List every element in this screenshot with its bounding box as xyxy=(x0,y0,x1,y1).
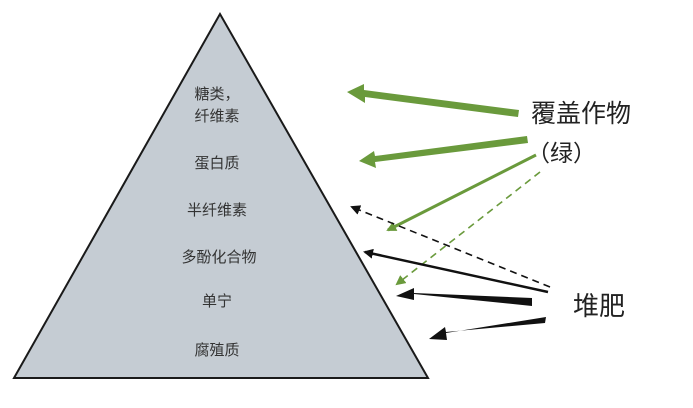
level-label-hemicellulose: 半纤维素 xyxy=(186,201,248,219)
level-label-protein: 蛋白质 xyxy=(194,154,240,172)
cover-crop-arrow-protein xyxy=(359,136,528,168)
level-label-sugars-cellulose: 糖类， 纤维素 xyxy=(194,85,240,125)
level-label-tannin: 单宁 xyxy=(201,292,233,310)
compost-arrow-polyphenols xyxy=(363,248,549,294)
level-label-humus: 腐殖质 xyxy=(194,341,240,359)
compost-arrow-tannin xyxy=(396,288,532,306)
cover-crop-arrow-polyphenols-dashed xyxy=(395,171,541,286)
level-label-polyphenols: 多酚化合物 xyxy=(181,248,257,266)
cover-crop-arrow-sugars xyxy=(347,84,519,117)
pyramid-shape xyxy=(12,11,430,379)
cover-crop-label: 覆盖作物 xyxy=(531,99,632,128)
compost-arrow-humus xyxy=(429,317,546,340)
compost-arrow-hemicellulose-dashed xyxy=(350,205,551,288)
cover-crop-arrow-hemicellulose xyxy=(386,153,537,232)
cover-crop-sublabel: （绿） xyxy=(527,141,596,167)
compost-label: 堆肥 xyxy=(573,292,626,322)
